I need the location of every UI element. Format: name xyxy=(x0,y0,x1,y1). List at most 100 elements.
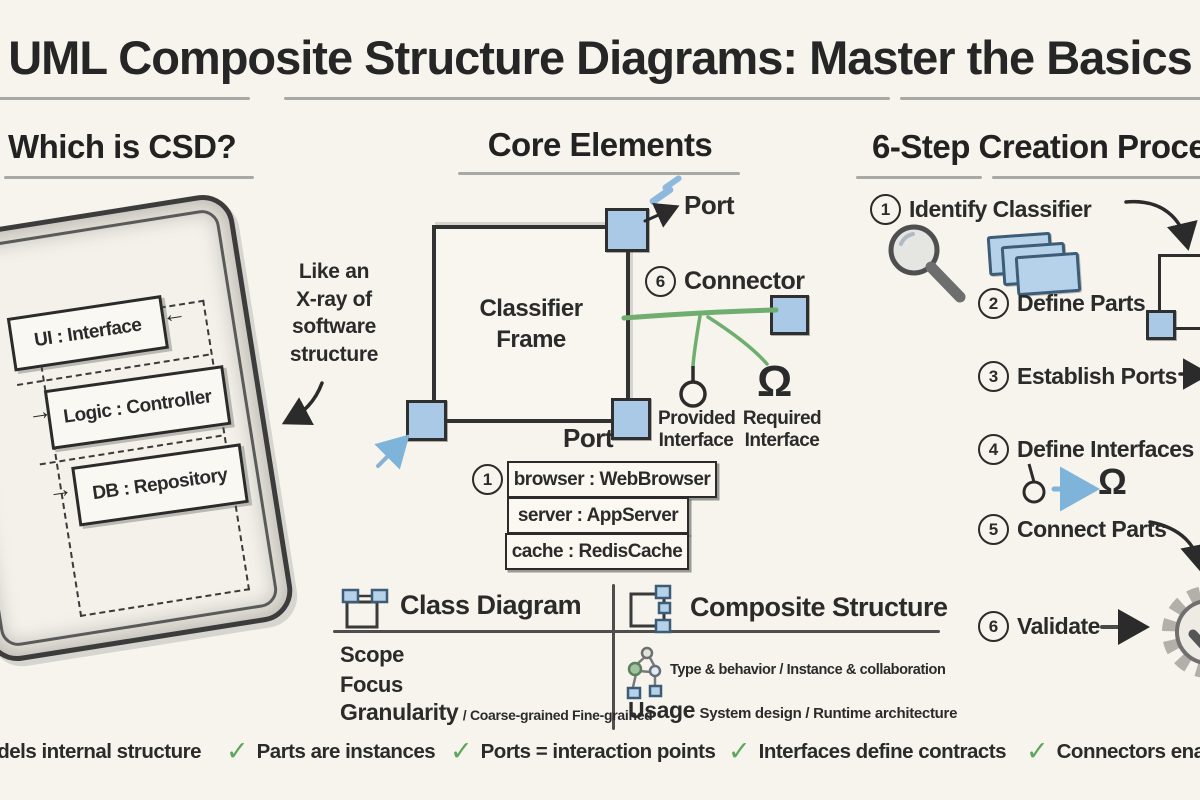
connector-line xyxy=(621,307,779,321)
checkmark-icon: ✓ xyxy=(450,736,473,766)
connector-callout: 6 Connector xyxy=(645,266,805,297)
connector-end-port-square xyxy=(770,295,809,335)
step-6: 6 Validate xyxy=(978,611,1100,642)
footer-item-label: Models internal structure xyxy=(0,739,202,763)
middle-section-heading: Core Elements xyxy=(487,126,713,163)
footer-item-label: Ports = interaction points xyxy=(480,739,716,763)
parts-number-badge: 1 xyxy=(472,464,503,495)
checkmark-icon: ✓ xyxy=(1026,736,1049,766)
composite-structure-header: Composite Structure xyxy=(690,592,948,622)
port-callout-arrow-icon xyxy=(643,203,680,228)
usage-row: Usage System design / Runtime architectu… xyxy=(628,697,957,724)
row-focus: Focus xyxy=(340,672,403,697)
connector-label: Connector xyxy=(684,267,805,295)
lollipop-icon xyxy=(1022,480,1046,504)
xray-annotation: Like an X-ray of software structure xyxy=(289,260,379,367)
socket-icon: Ω xyxy=(1098,461,1127,502)
usage-label: Usage xyxy=(628,697,696,723)
required-interface-socket-icon: Ω xyxy=(757,357,793,406)
step-2: 2 Define Parts xyxy=(978,288,1146,319)
footer-item-interfaces: ✓ Interfaces define contracts xyxy=(728,736,1007,766)
page-title: UML Composite Structure Diagrams: Master… xyxy=(8,31,1193,84)
part-instance-box-browser: browser : WebBrowser xyxy=(507,461,717,498)
granularity-label: Granularity xyxy=(340,699,459,725)
port-square-bottom-right xyxy=(611,398,651,440)
magnifier-icon xyxy=(886,222,976,310)
port-pencil-arrow-icon xyxy=(374,434,410,470)
footer-item-connectors: ✓ Connectors enable xyxy=(1026,738,1200,765)
type-behavior-row: Type & behavior / Instance & collaborati… xyxy=(670,662,946,678)
connector-number-badge: 6 xyxy=(645,266,676,297)
stacked-cards-icon xyxy=(986,231,1088,297)
step-label: Connect Parts xyxy=(1017,516,1167,542)
connector-line xyxy=(691,314,702,368)
classifier-frame-label: Classifier Frame xyxy=(479,294,583,353)
part-box-label: DB : Repository xyxy=(91,464,229,505)
class-diagram-header: Class Diagram xyxy=(400,590,582,620)
port-label-bottom: Port xyxy=(563,423,614,453)
checkmark-icon: ✓ xyxy=(728,736,751,766)
step-label: Validate xyxy=(1017,613,1100,639)
step-3: 3 Establish Ports xyxy=(978,361,1177,392)
step-label: Identify Classifier xyxy=(909,196,1092,222)
composite-structure-icon xyxy=(626,584,682,634)
step-number-badge: 6 xyxy=(978,611,1009,642)
footer-item-models: ✓ Models internal structure xyxy=(0,738,202,765)
port-square-bottom-left xyxy=(406,400,447,441)
step-number-badge: 2 xyxy=(978,288,1009,319)
checkmark-icon: ✓ xyxy=(226,736,249,766)
granularity-detail: / Coarse-grained Fine-grained xyxy=(462,707,653,723)
xray-arrow-icon xyxy=(281,381,324,426)
part-box-label: UI : Interface xyxy=(32,314,143,352)
comparison-horizontal-divider xyxy=(333,630,940,633)
footer-item-parts: ✓ Parts are instances xyxy=(226,736,436,766)
step-5: 5 Connect Parts xyxy=(978,514,1167,545)
class-diagram-icon xyxy=(340,586,390,630)
mini-frame-port-square xyxy=(1146,310,1176,340)
step-label: Define Interfaces xyxy=(1017,436,1194,462)
row-granularity: Granularity / Coarse-grained Fine-graine… xyxy=(340,699,653,726)
part-instance-label: server : AppServer xyxy=(517,504,679,526)
lollipop-stem xyxy=(1027,463,1036,483)
part-instance-box-server: server : AppServer xyxy=(507,497,689,534)
footer-item-label: Interfaces define contracts xyxy=(758,739,1007,763)
comparison-vertical-divider xyxy=(612,584,615,730)
right-section-heading: 6-Step Creation Process xyxy=(872,128,1200,165)
footer-item-label: Connectors enable xyxy=(1056,739,1200,763)
gear-check-icon xyxy=(1162,586,1200,678)
provided-interface-label: Provided Interface xyxy=(658,408,736,452)
row-scope: Scope xyxy=(340,642,405,667)
part-instance-label: cache : RedisCache xyxy=(511,540,683,562)
footer-item-label: Parts are instances xyxy=(256,739,436,763)
title-underline xyxy=(900,97,1200,100)
step-number-badge: 3 xyxy=(978,361,1009,392)
right-heading-underline xyxy=(856,176,982,179)
provided-interface-icon xyxy=(679,380,707,408)
arrow-into-db-icon: → xyxy=(46,474,75,506)
title-underline xyxy=(0,97,250,100)
step-1: 1 Identify Classifier xyxy=(870,194,1092,225)
left-section-heading: Which is CSD? xyxy=(8,128,237,165)
classifier-frame: Classifier Frame xyxy=(432,225,630,423)
required-interface-label: Required Interface xyxy=(742,408,822,452)
step-label: Define Parts xyxy=(1017,290,1146,316)
middle-heading-underline xyxy=(458,172,740,175)
port-label-top: Port xyxy=(684,190,735,220)
collaboration-network-icon xyxy=(626,646,666,702)
sketch-device-box: → → ← UI : Interface Logic : Controller … xyxy=(0,190,297,666)
step-number-badge: 1 xyxy=(870,194,901,225)
part-instance-label: browser : WebBrowser xyxy=(513,468,711,490)
title-underline xyxy=(284,97,890,100)
step-number-badge: 5 xyxy=(978,514,1009,545)
right-heading-underline xyxy=(992,176,1200,179)
step-number-badge: 4 xyxy=(978,434,1009,465)
part-instance-box-cache: cache : RedisCache xyxy=(505,533,689,570)
step1-arrow-icon xyxy=(1124,199,1198,251)
left-heading-underline xyxy=(4,176,254,179)
port-square-top-right xyxy=(605,208,649,252)
step-label: Establish Ports xyxy=(1017,363,1177,389)
footer-item-ports: ✓ Ports = interaction points xyxy=(450,736,716,766)
part-box-label: Logic : Controller xyxy=(62,386,213,428)
usage-detail: System design / Runtime architecture xyxy=(699,705,958,722)
